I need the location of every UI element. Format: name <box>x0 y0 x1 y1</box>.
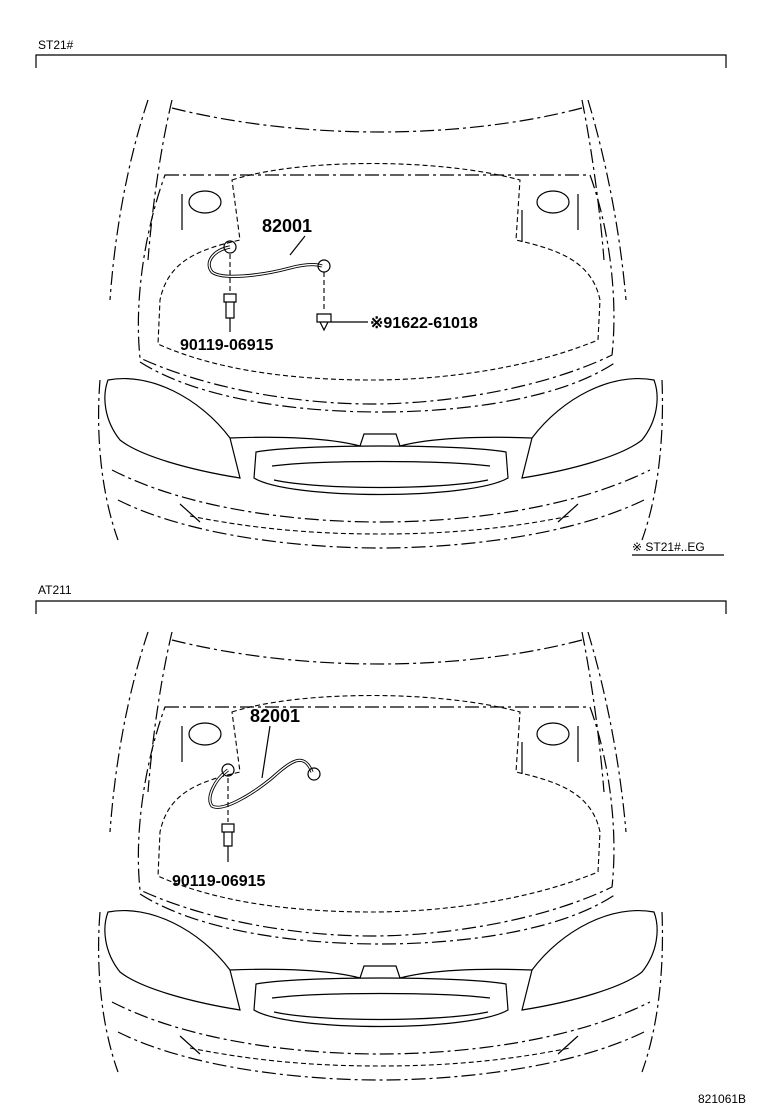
part-number-screw: ※91622-61018 <box>370 315 478 332</box>
part-number-82001: 82001 <box>262 216 312 236</box>
applicability-note: ※ ST21#..EG <box>632 540 705 554</box>
terminal-ring-icon <box>223 240 237 254</box>
section-st21: ST21# 82001 90119-06915 ※91622-61018 ※ S… <box>35 38 727 556</box>
part-number-bolt: 90119-06915 <box>172 873 266 890</box>
car-front-illustration <box>97 631 664 1081</box>
terminal-ring-icon <box>307 767 321 781</box>
diagram-code: 821061B <box>698 1092 746 1106</box>
section-at211: AT211 82001 90119-06915 <box>35 583 727 1081</box>
variant-label: ST21# <box>38 38 74 52</box>
part-number-bolt: 90119-06915 <box>180 337 274 354</box>
part-number-82001: 82001 <box>250 706 300 726</box>
terminal-ring-icon <box>221 763 235 777</box>
variant-label: AT211 <box>38 583 72 597</box>
screw-icon <box>316 313 332 332</box>
bolt-icon <box>221 823 235 847</box>
section-bracket <box>35 54 727 68</box>
bolt-icon <box>223 293 237 319</box>
ground-strap-wire <box>208 758 314 809</box>
section-bracket <box>35 600 727 614</box>
